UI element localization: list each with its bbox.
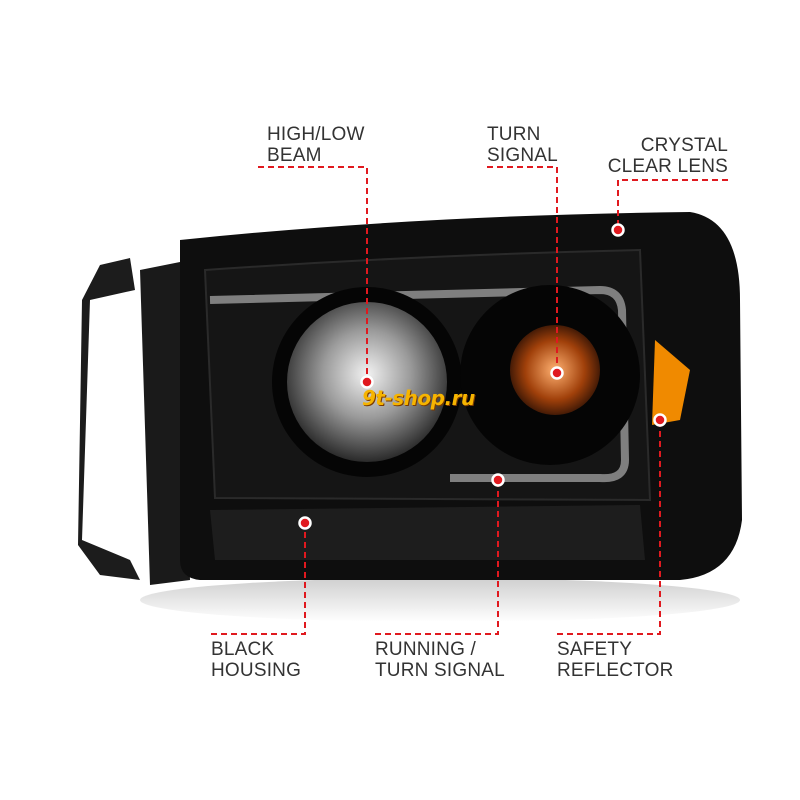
mounting-bracket xyxy=(78,258,140,580)
callout-line: TURN SIGNAL xyxy=(375,660,505,681)
callout-crystal-clear-lens: CRYSTAL CLEAR LENS xyxy=(608,135,728,177)
callout-safety-reflector: SAFETY REFLECTOR xyxy=(557,639,674,681)
callout-line: BEAM xyxy=(267,145,322,166)
callout-line: CLEAR LENS xyxy=(607,156,728,177)
callout-line: BLACK xyxy=(211,639,275,660)
callout-line: RUNNING / xyxy=(375,639,477,660)
dot-running-turn-signal xyxy=(491,473,505,487)
callout-line: TURN xyxy=(487,124,541,145)
callout-line: HIGH/LOW xyxy=(267,124,365,145)
callout-running-turn-signal: RUNNING / TURN SIGNAL xyxy=(375,639,505,681)
callout-dots xyxy=(298,223,667,530)
watermark-logo: 9t-shop.ru xyxy=(362,386,475,410)
dot-turn-signal xyxy=(550,366,564,380)
dot-crystal-clear-lens xyxy=(611,223,625,237)
callout-high-low-beam: HIGH/LOW BEAM xyxy=(267,124,365,166)
callout-turn-signal: TURN SIGNAL xyxy=(487,124,558,166)
dot-high-low-beam xyxy=(360,375,374,389)
dot-safety-reflector xyxy=(653,413,667,427)
callout-black-housing: BLACK HOUSING xyxy=(211,639,301,681)
leader-lines xyxy=(211,166,728,635)
dot-black-housing xyxy=(298,516,312,530)
callout-line: HOUSING xyxy=(211,660,302,681)
floor-shadow xyxy=(140,578,740,622)
callout-line: SAFETY xyxy=(557,639,633,660)
callout-line: CRYSTAL xyxy=(640,135,728,156)
safety-reflector-shape xyxy=(652,340,690,425)
callout-line: SIGNAL xyxy=(487,145,558,166)
callout-line: REFLECTOR xyxy=(557,660,674,681)
